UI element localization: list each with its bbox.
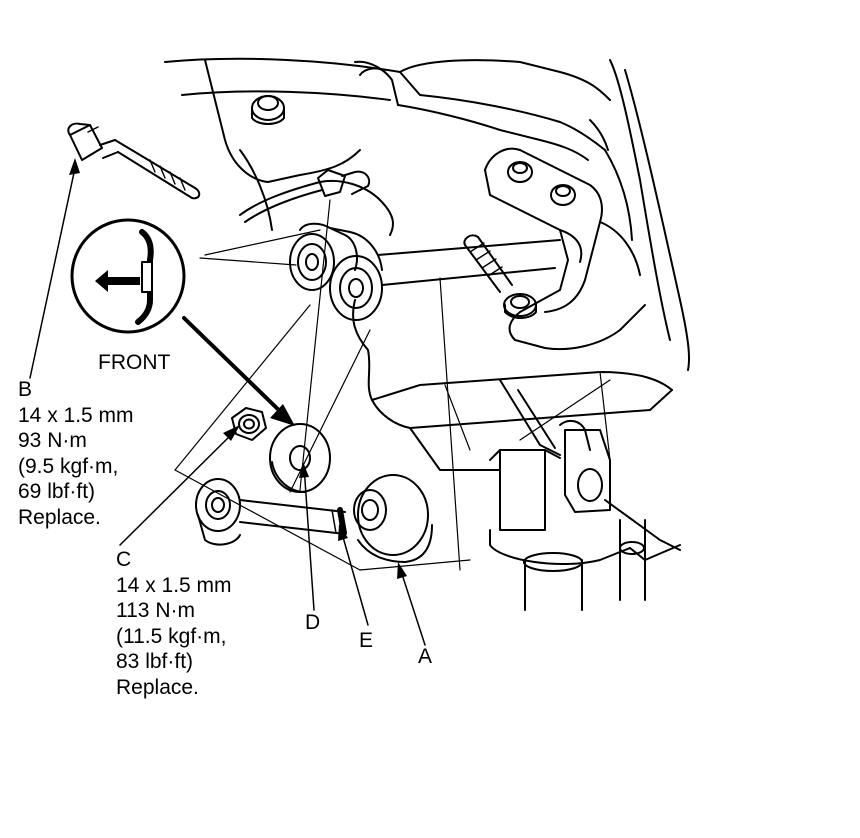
spec-b-torque-nm: 93 N·m <box>18 429 87 452</box>
spec-c-note: Replace. <box>116 675 199 699</box>
nut-c <box>231 407 267 441</box>
front-direction-arrow-icon <box>95 270 140 292</box>
spec-c-torque-lbf: 83 lbf·ft) <box>116 650 194 673</box>
callout-d: D <box>305 611 321 634</box>
lower-bracket-and-shaft <box>489 379 681 611</box>
callout-e: E <box>359 629 374 652</box>
spec-b-torque-kgf: (9.5 kgf·m, <box>18 454 119 478</box>
callout-a: A <box>418 645 433 668</box>
wire-harness <box>239 169 394 236</box>
spec-b-torque-lbf: 69 lbf·ft) <box>18 480 96 503</box>
spec-c-size: 14 x 1.5 mm <box>116 573 232 597</box>
spec-block-c: C 14 x 1.5 mm 113 N·m (11.5 kgf·m, 83 lb… <box>116 547 232 700</box>
rear-bracket <box>484 147 646 351</box>
spec-b-letter: B <box>18 378 33 401</box>
spec-c-torque-kgf: (11.5 kgf·m, <box>116 624 227 648</box>
bolt-b <box>67 122 201 200</box>
front-direction-indicator <box>70 218 295 426</box>
spec-c-torque-nm: 113 N·m <box>116 599 195 622</box>
subframe-upper <box>164 57 691 371</box>
link-a <box>195 474 433 563</box>
lower-frame <box>352 299 673 471</box>
upper-bolt-head <box>251 95 285 125</box>
upper-mount-eyes <box>199 222 561 321</box>
spec-block-b: B 14 x 1.5 mm 93 N·m (9.5 kgf·m, 69 lbf·… <box>18 377 134 530</box>
front-label: FRONT <box>98 351 171 374</box>
spec-c-letter: C <box>116 548 132 571</box>
spec-b-size: 14 x 1.5 mm <box>18 403 134 427</box>
callout-leaders <box>29 158 426 646</box>
spec-b-note: Replace. <box>18 505 101 529</box>
washer-d <box>269 423 331 493</box>
